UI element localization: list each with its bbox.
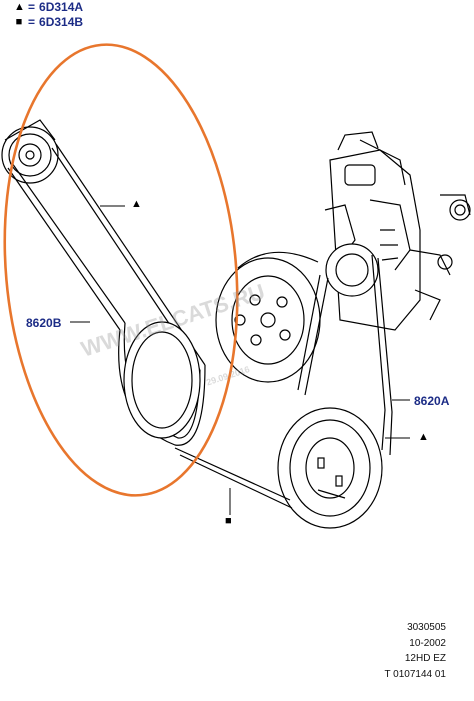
- drawing-meta: 3030505 10-2002 12HD EZ T 0107144 01: [384, 620, 446, 682]
- meta-line-4: T 0107144 01: [384, 668, 446, 680]
- legend-separator: =: [28, 15, 36, 29]
- triangle-marker-icon: ▲: [418, 431, 429, 443]
- leader-lines: [70, 205, 410, 515]
- square-icon: ■: [15, 16, 23, 28]
- highlight-ellipse: [3, 43, 239, 497]
- legend-row-b: ■ = 6D314B: [14, 15, 83, 29]
- crankshaft-pulley: [277, 407, 383, 529]
- triangle-icon: ▲: [14, 1, 25, 13]
- meta-line-3: 12HD EZ: [404, 653, 446, 664]
- meta-line-1: 3030505: [407, 622, 446, 633]
- legend-code-b: 6D314B: [39, 15, 84, 29]
- legend-separator: =: [28, 0, 36, 14]
- triangle-marker-icon: ▲: [131, 198, 142, 210]
- belt-8620a: [174, 251, 393, 509]
- callout-8620b: 8620B: [26, 316, 62, 330]
- square-marker-icon: ■: [225, 515, 232, 527]
- legend-code-a: 6D314A: [39, 0, 84, 14]
- meta-line-2: 10-2002: [409, 637, 446, 649]
- tensioner-pulley: [123, 321, 201, 439]
- legend-row-a: ▲ = 6D314A: [14, 0, 83, 14]
- water-pump-pulley: [215, 257, 321, 383]
- callout-8620a: 8620A: [414, 394, 450, 408]
- alternator: [324, 131, 471, 331]
